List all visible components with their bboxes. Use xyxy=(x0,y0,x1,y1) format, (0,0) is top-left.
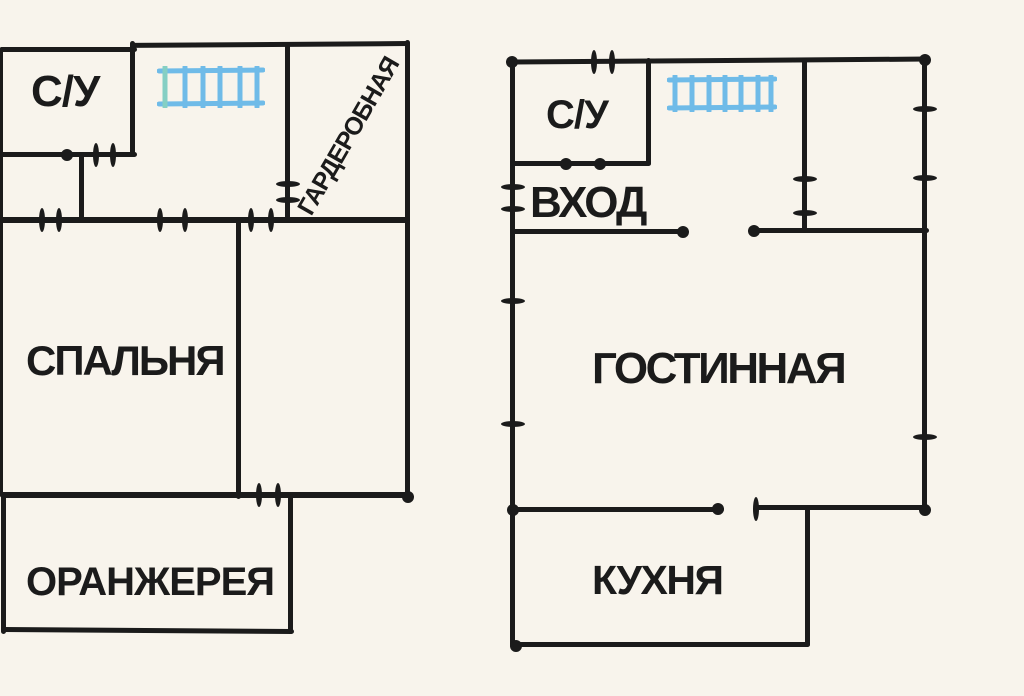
window-mark xyxy=(276,181,300,187)
window-mark xyxy=(501,421,525,427)
wall-left xyxy=(510,58,515,648)
bathroom-label: С/У xyxy=(31,67,100,116)
door-dot xyxy=(560,158,572,170)
living-room-label: ГОСТИННАЯ xyxy=(592,344,847,393)
door-dot xyxy=(712,503,724,515)
wall-bedroom-divider xyxy=(236,219,241,499)
window-mark xyxy=(256,483,262,507)
wardrobe-label: ГАРДЕРОБНАЯ xyxy=(292,52,405,220)
wall-su-bottom xyxy=(510,161,651,166)
wall-outer-left xyxy=(0,47,3,497)
wall-entry-right xyxy=(750,228,929,233)
bedroom-label: СПАЛЬНЯ xyxy=(26,337,226,384)
door-dot xyxy=(677,226,689,238)
door-dot xyxy=(748,225,760,237)
kitchen-label: КУХНЯ xyxy=(592,557,724,603)
wall-upper-divider xyxy=(802,58,807,233)
window-mark xyxy=(793,210,817,216)
entrance-label: ВХОД xyxy=(530,178,647,227)
window-mark xyxy=(248,208,254,232)
window-mark xyxy=(276,197,300,203)
window-mark xyxy=(93,143,99,167)
window-mark xyxy=(913,434,937,440)
window-mark xyxy=(182,208,188,232)
door-mark xyxy=(753,497,759,521)
wall-su-right xyxy=(130,47,135,157)
wall-orangery-left xyxy=(1,494,6,634)
window-mark xyxy=(913,106,937,112)
window-mark xyxy=(501,184,525,190)
wall-entry-left xyxy=(510,229,688,234)
wall-top xyxy=(509,56,930,65)
wall-kitchen-bottom xyxy=(512,642,810,647)
wall-orangery-right xyxy=(288,494,293,633)
window-mark xyxy=(793,176,817,182)
wall-lower-cross xyxy=(0,492,410,498)
wall-living-bottom-left xyxy=(510,507,724,512)
wall-su-top xyxy=(0,47,137,52)
wall-orangery-bottom xyxy=(0,626,295,635)
window-mark xyxy=(501,298,525,304)
wall-living-bottom-right xyxy=(755,505,929,510)
window-mark xyxy=(501,206,525,212)
wall-right xyxy=(922,58,927,513)
stairs-icon xyxy=(156,64,266,113)
window-mark xyxy=(268,208,274,232)
door-mark xyxy=(609,50,615,74)
wall-hall-stub xyxy=(79,152,84,222)
corner-dot xyxy=(402,491,414,503)
door-mark xyxy=(591,50,597,74)
stairs-icon xyxy=(666,73,778,117)
window-mark xyxy=(110,143,116,167)
wall-wardrobe xyxy=(285,42,290,222)
wall-kitchen-right xyxy=(805,507,810,647)
window-mark xyxy=(39,208,45,232)
window-mark xyxy=(913,175,937,181)
wall-outer-right xyxy=(405,40,410,499)
orangery-label: ОРАНЖЕРЕЯ xyxy=(26,560,275,604)
window-mark xyxy=(275,483,281,507)
wall-su-right xyxy=(646,58,651,166)
door-dot xyxy=(61,149,73,161)
window-mark xyxy=(56,208,62,232)
bathroom-label: С/У xyxy=(546,93,609,137)
wall-main-top xyxy=(129,41,411,48)
window-mark xyxy=(157,208,163,232)
door-dot xyxy=(594,158,606,170)
wall-main-cross xyxy=(0,217,410,223)
